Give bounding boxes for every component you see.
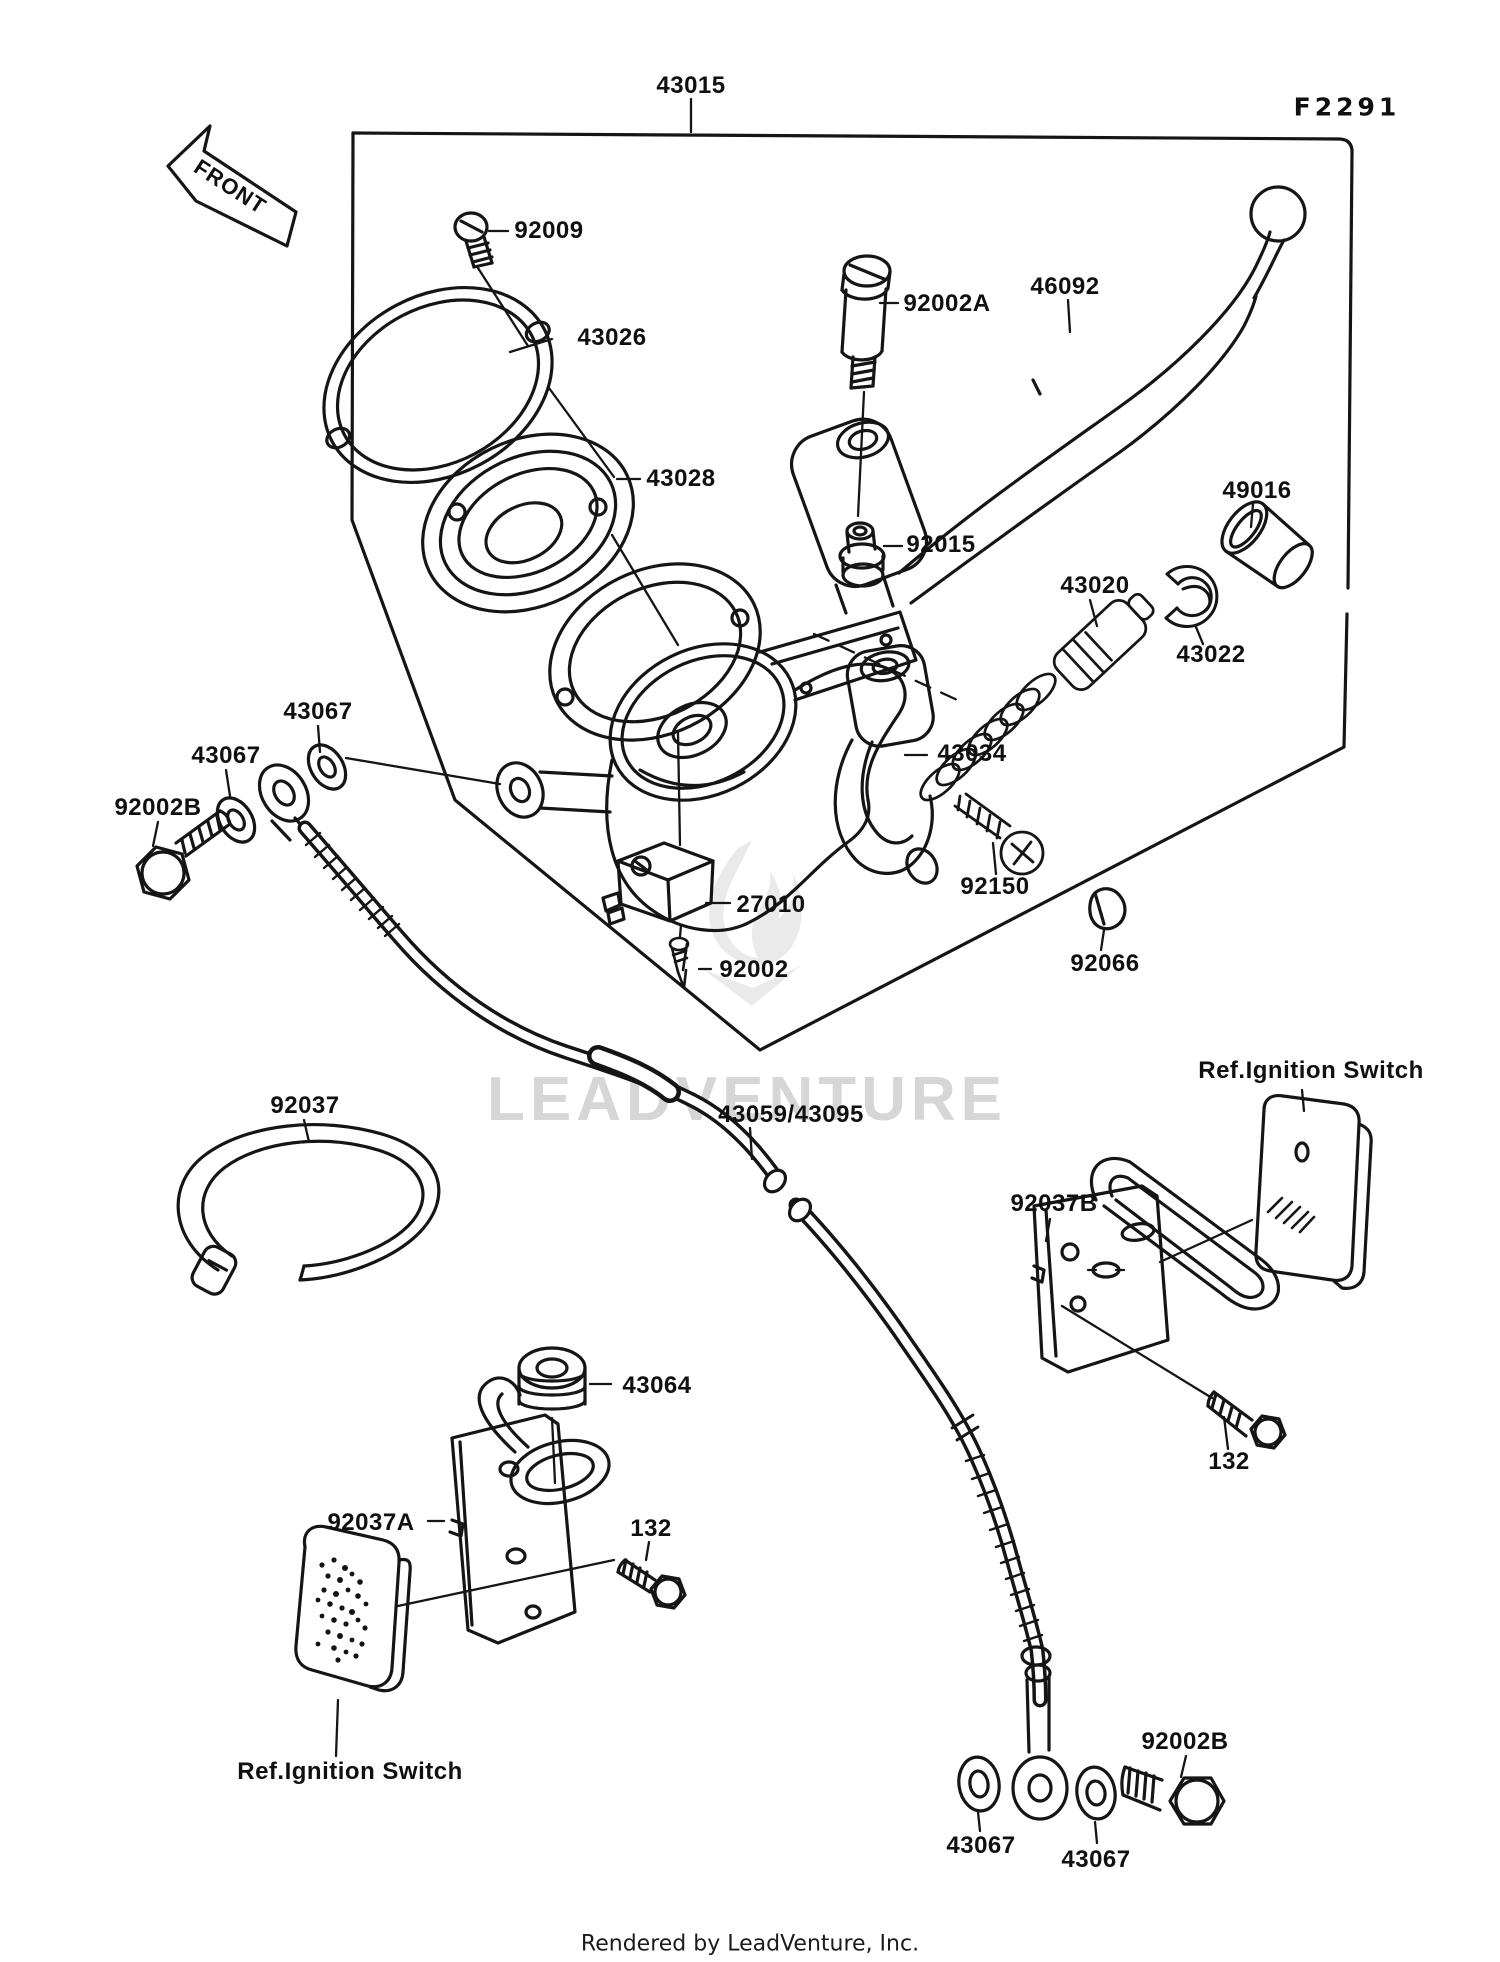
- switch-screw-shape: [668, 936, 690, 990]
- lever-bushing-shape: [838, 521, 886, 588]
- part-label-92009[interactable]: 92009: [514, 217, 584, 244]
- brake-hose-shape: [297, 820, 1052, 1754]
- part-label-43067-bottom-left[interactable]: 43067: [946, 1832, 1016, 1859]
- part-label-43028[interactable]: 43028: [646, 465, 716, 492]
- bottom-washer-left-shape: [957, 1755, 1001, 1813]
- reservoir-cap-shape: [322, 285, 554, 485]
- part-label-43067-bottom-right[interactable]: 43067: [1061, 1846, 1131, 1873]
- piston-spring-shape: [919, 592, 1155, 802]
- banjo-washer-lower-shape: [306, 743, 348, 791]
- leadventure-flame-watermark-icon: [704, 840, 802, 1006]
- part-label-92002b-top[interactable]: 92002B: [114, 794, 202, 821]
- reflector-stipple-texture: [315, 1557, 369, 1663]
- part-label-43067-banjo-lower[interactable]: 43067: [191, 742, 261, 769]
- part-label-43026[interactable]: 43026: [577, 324, 647, 351]
- assembly-outline-box: [350, 131, 1354, 1052]
- reflector-shape: [294, 1524, 412, 1693]
- pivot-bolt-shape: [840, 254, 892, 390]
- part-label-43064[interactable]: 43064: [622, 1372, 692, 1399]
- bracket-b-shape: [1030, 1156, 1280, 1374]
- diaphragm-plate-shape: [421, 432, 635, 614]
- hose-eyelet-bottom-shape: [1011, 1755, 1069, 1821]
- part-label-43022[interactable]: 43022: [1176, 641, 1246, 668]
- front-direction-arrow: [166, 124, 298, 248]
- bolt-132-left-shape: [616, 1558, 687, 1610]
- part-label-132-right[interactable]: 132: [1208, 1448, 1250, 1475]
- bracket-a-shape: [448, 1376, 611, 1645]
- bottom-washer-right-shape: [1075, 1765, 1117, 1821]
- part-label-92066[interactable]: 92066: [1070, 950, 1140, 977]
- banjo-bolt-bottom-shape: [1120, 1765, 1226, 1826]
- leadventure-watermark-text: LEADVENTURE: [487, 1065, 1008, 1134]
- part-label-92002[interactable]: 92002: [719, 956, 789, 983]
- front-brake-switch-shape: [601, 841, 715, 926]
- screw-92009-shape: [453, 211, 494, 269]
- pivot-sleeve-shape: [1220, 500, 1314, 590]
- banjo-washer-upper-shape: [215, 796, 257, 844]
- ref-ignition-switch-label-bottom: Ref.Ignition Switch: [237, 1758, 463, 1785]
- lever-holder-clamp-shape: [833, 644, 939, 885]
- part-label-43015[interactable]: 43015: [656, 72, 726, 99]
- clamp-screw-shape: [953, 792, 1045, 876]
- part-label-49016[interactable]: 49016: [1222, 477, 1292, 504]
- ignition-switch-shape: [1254, 1093, 1373, 1290]
- leader-lines: [151, 97, 1306, 1845]
- part-label-43059-43095[interactable]: 43059/43095: [718, 1101, 864, 1128]
- diaphragm-gasket-shape: [548, 562, 762, 742]
- figure-code: F2291: [1293, 92, 1401, 122]
- hose-clamp-ring-shape: [176, 1122, 441, 1296]
- part-label-43067-banjo-upper[interactable]: 43067: [283, 698, 353, 725]
- grommet-shape: [517, 1346, 587, 1411]
- part-label-92002a[interactable]: 92002A: [903, 290, 991, 317]
- master-cylinder-body-shape: [495, 610, 918, 933]
- part-label-92037b[interactable]: 92037B: [1010, 1190, 1098, 1217]
- lever-pivot-block-shape: [789, 417, 929, 615]
- part-label-92002b-bottom[interactable]: 92002B: [1141, 1728, 1229, 1755]
- banjo-bolt-top-shape: [135, 809, 232, 901]
- hose-braid-upper: [304, 831, 401, 938]
- circlip-shape: [1164, 564, 1219, 628]
- part-label-46092[interactable]: 46092: [1030, 273, 1100, 300]
- part-label-43034[interactable]: 43034: [937, 740, 1007, 767]
- part-label-92015[interactable]: 92015: [906, 531, 976, 558]
- bolt-132-right-shape: [1206, 1390, 1287, 1450]
- part-label-132-left[interactable]: 132: [630, 1515, 672, 1542]
- ref-ignition-switch-label-top: Ref.Ignition Switch: [1198, 1057, 1424, 1084]
- brake-lever-shape: [897, 185, 1307, 605]
- hose-braid-lower: [964, 1453, 1044, 1643]
- footer-credit: Rendered by LeadVenture, Inc.: [580, 1931, 920, 1957]
- part-label-43020[interactable]: 43020: [1060, 572, 1130, 599]
- part-label-92037[interactable]: 92037: [270, 1092, 340, 1119]
- part-label-27010[interactable]: 27010: [736, 891, 806, 918]
- part-label-92037a[interactable]: 92037A: [327, 1509, 415, 1536]
- cap-plug-shape: [1088, 887, 1127, 931]
- part-label-92150[interactable]: 92150: [960, 873, 1030, 900]
